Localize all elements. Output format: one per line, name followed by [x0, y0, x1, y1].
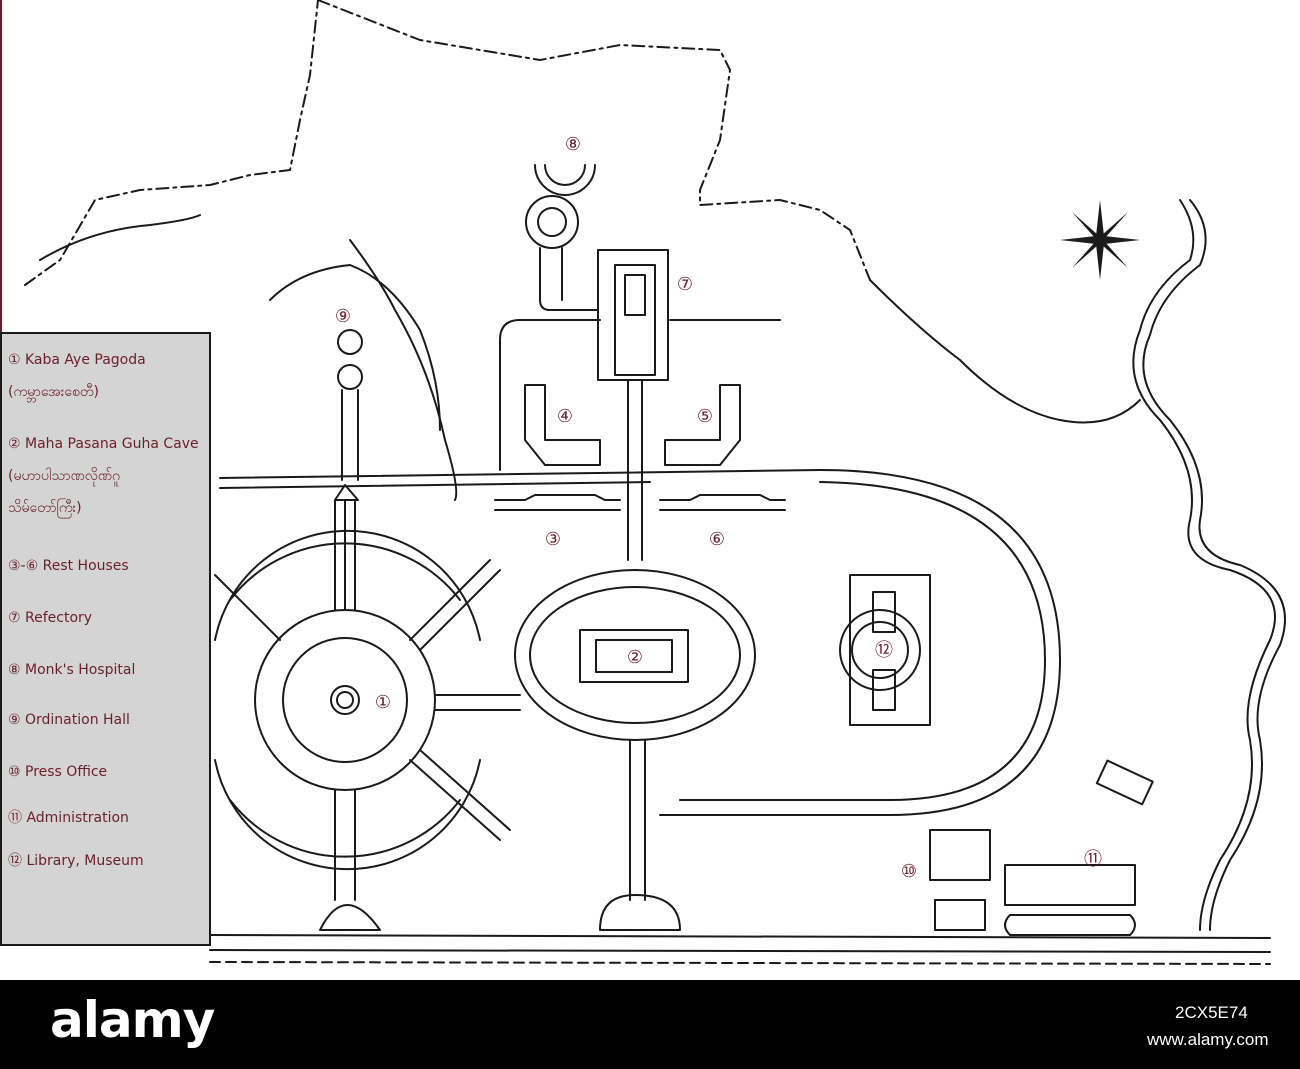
ordination-hall-a [337, 329, 363, 355]
main-road-dashed [209, 961, 1271, 965]
south-road [629, 739, 646, 901]
stock-url-link[interactable]: www.alamy.com [1147, 1030, 1269, 1049]
rest-house-3 [494, 494, 621, 511]
boundary-line [24, 0, 319, 286]
west-path [39, 214, 201, 261]
legend-item-6: ⑨ Ordination Hall [8, 712, 130, 728]
alamy-wordmark[interactable]: alamy [50, 991, 215, 1049]
legend-item-8: ⑪ Administration [8, 810, 129, 826]
radial-road-se [409, 749, 511, 841]
pagoda-south-lobe [319, 904, 381, 931]
map-label-8: ⑧ [565, 134, 581, 155]
legend-item-2: ② Maha Pasana Guha Cave (မဟာပါသာဏလိုဏ်ဂူ… [8, 436, 199, 516]
cave-building [579, 629, 689, 683]
page-edge-rule [0, 0, 2, 335]
legend-item-1: ① Kaba Aye Pagoda (ကမ္ဘာအေးစေတီ) [8, 352, 146, 400]
rest-house-4 [524, 384, 601, 466]
rest-house-arc [214, 529, 481, 641]
map-label-10: ⑩ [901, 861, 917, 882]
map-label-9: ⑨ [335, 306, 351, 327]
map-label-7: ⑦ [677, 274, 693, 295]
north-loop [499, 319, 781, 471]
cave-oval-outer [514, 569, 756, 741]
river-east-bank [1142, 199, 1286, 931]
site-plan-map: ① ② ③ ④ ⑤ ⑥ ⑦ ⑧ ⑨ ⑩ ⑪ ⑫ ① Kab [0, 0, 1286, 965]
library-ring [839, 609, 921, 691]
main-road-north-edge [209, 934, 1271, 939]
rest-house-6 [659, 494, 786, 511]
admin-block [1004, 864, 1136, 906]
legend-item-5: ⑧ Monk's Hospital [8, 662, 136, 678]
refectory-outer [597, 249, 669, 381]
north-road [627, 379, 643, 561]
map-legend: ① Kaba Aye Pagoda (ကမ္ဘာအေးစေတီ) ② Maha … [0, 332, 211, 946]
map-label-3: ③ [545, 529, 561, 550]
hospital-crescent [534, 164, 596, 196]
radial-road-s [334, 789, 356, 901]
map-label-6: ⑥ [709, 529, 725, 550]
press-office-block [929, 829, 991, 881]
legend-item-9: ⑫ Library, Museum [8, 853, 144, 869]
library-outer [849, 574, 931, 726]
pagoda-center [330, 685, 360, 715]
radial-road-ne [409, 559, 501, 651]
east-loop-road [219, 469, 1061, 816]
cave-oval-inner [529, 586, 741, 724]
stock-image-id: 2CX5E74 [1175, 1003, 1248, 1022]
compass-rose-icon [1060, 200, 1140, 280]
hospital-roundabout [525, 195, 579, 249]
map-label-2: ② [627, 647, 643, 668]
rest-house-5 [664, 384, 741, 466]
legend-item-4: ⑦ Refectory [8, 610, 93, 626]
pagoda-ring-2 [282, 637, 408, 763]
river-west-bank [1132, 199, 1276, 931]
map-label-1: ① [375, 692, 391, 713]
legend-item-3: ③-⑥ Rest Houses [8, 558, 129, 574]
pagoda-north-lobe [334, 484, 359, 501]
map-label-11: ⑪ [1084, 849, 1102, 870]
main-road-south-edge [209, 949, 1271, 953]
map-label-4: ④ [557, 406, 573, 427]
map-drawing: ① ② ③ ④ ⑤ ⑥ ⑦ ⑧ ⑨ ⑩ ⑪ ⑫ [24, 0, 1286, 965]
map-label-12: ⑫ [875, 640, 893, 661]
boundary-line-east [317, 0, 871, 281]
radial-road-e [434, 694, 521, 711]
stream [869, 279, 1141, 424]
stock-footer-bar [0, 980, 1300, 1069]
legend-item-7: ⑩ Press Office [8, 764, 108, 780]
south-oval [599, 894, 681, 931]
map-label-5: ⑤ [697, 406, 713, 427]
ordination-hall-b [337, 364, 363, 390]
radial-road-nw [214, 574, 281, 641]
